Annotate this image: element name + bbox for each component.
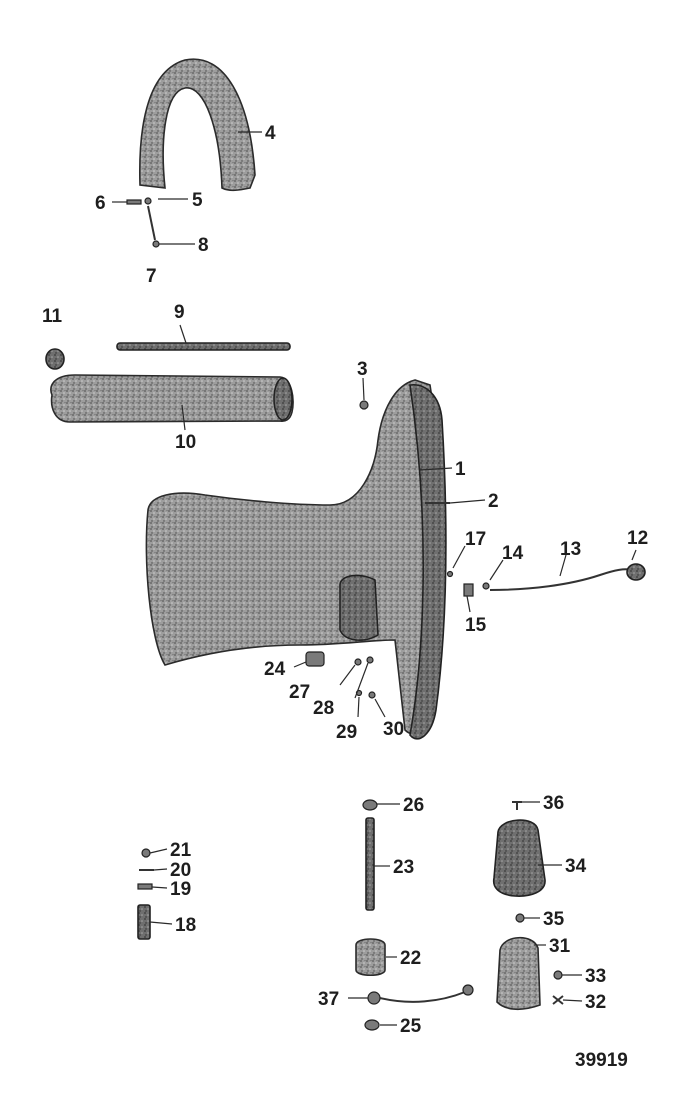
callout-2: 2 [488, 491, 499, 512]
callout-7: 7 [146, 266, 157, 287]
callout-19: 19 [170, 879, 191, 900]
callout-11: 11 [42, 306, 63, 327]
callout-labels: 1 2 3 4 5 6 7 8 9 10 11 12 13 14 15 17 1… [42, 123, 648, 1037]
callout-34: 34 [565, 856, 587, 877]
callout-36: 36 [543, 793, 564, 814]
callout-9: 9 [174, 302, 185, 323]
speedometer-hose-part [489, 563, 646, 591]
callout-35: 35 [543, 909, 565, 930]
figure-number: 39919 [575, 1050, 628, 1071]
callout-26: 26 [403, 795, 424, 816]
callout-6: 6 [95, 193, 106, 214]
callout-30: 30 [383, 719, 404, 740]
callout-32: 32 [585, 992, 606, 1013]
callout-29: 29 [336, 722, 357, 743]
plug-part [45, 348, 65, 370]
driveshaft-housing-part [145, 379, 447, 740]
callout-13: 13 [560, 539, 581, 560]
callout-17: 17 [465, 529, 486, 550]
exhaust-cover-part [138, 58, 256, 192]
callout-5: 5 [192, 190, 203, 211]
callout-22: 22 [400, 948, 421, 969]
callout-15: 15 [465, 615, 487, 636]
callout-10: 10 [175, 432, 196, 453]
callout-25: 25 [400, 1016, 422, 1037]
callout-12: 12 [627, 528, 648, 549]
callout-33: 33 [585, 966, 606, 987]
callout-37: 37 [318, 989, 339, 1010]
seal-strip-part [116, 342, 291, 351]
callout-23: 23 [393, 857, 414, 878]
fastener-stack-group [137, 848, 154, 940]
callout-20: 20 [170, 860, 191, 881]
callout-24: 24 [264, 659, 286, 680]
callout-4: 4 [265, 123, 276, 144]
bolt-hardware-group [126, 197, 160, 248]
callout-18: 18 [175, 915, 196, 936]
callout-27: 27 [289, 682, 310, 703]
callout-8: 8 [198, 235, 209, 256]
fitting-part [359, 400, 369, 410]
leader-lines [112, 131, 637, 1026]
callout-3: 3 [357, 359, 368, 380]
lower-parts-group [355, 799, 564, 1031]
callout-1: 1 [455, 459, 466, 480]
callout-21: 21 [170, 840, 192, 861]
callout-28: 28 [313, 698, 334, 719]
exhaust-tube-part [50, 374, 294, 423]
callout-14: 14 [502, 543, 524, 564]
callout-31: 31 [549, 936, 571, 957]
